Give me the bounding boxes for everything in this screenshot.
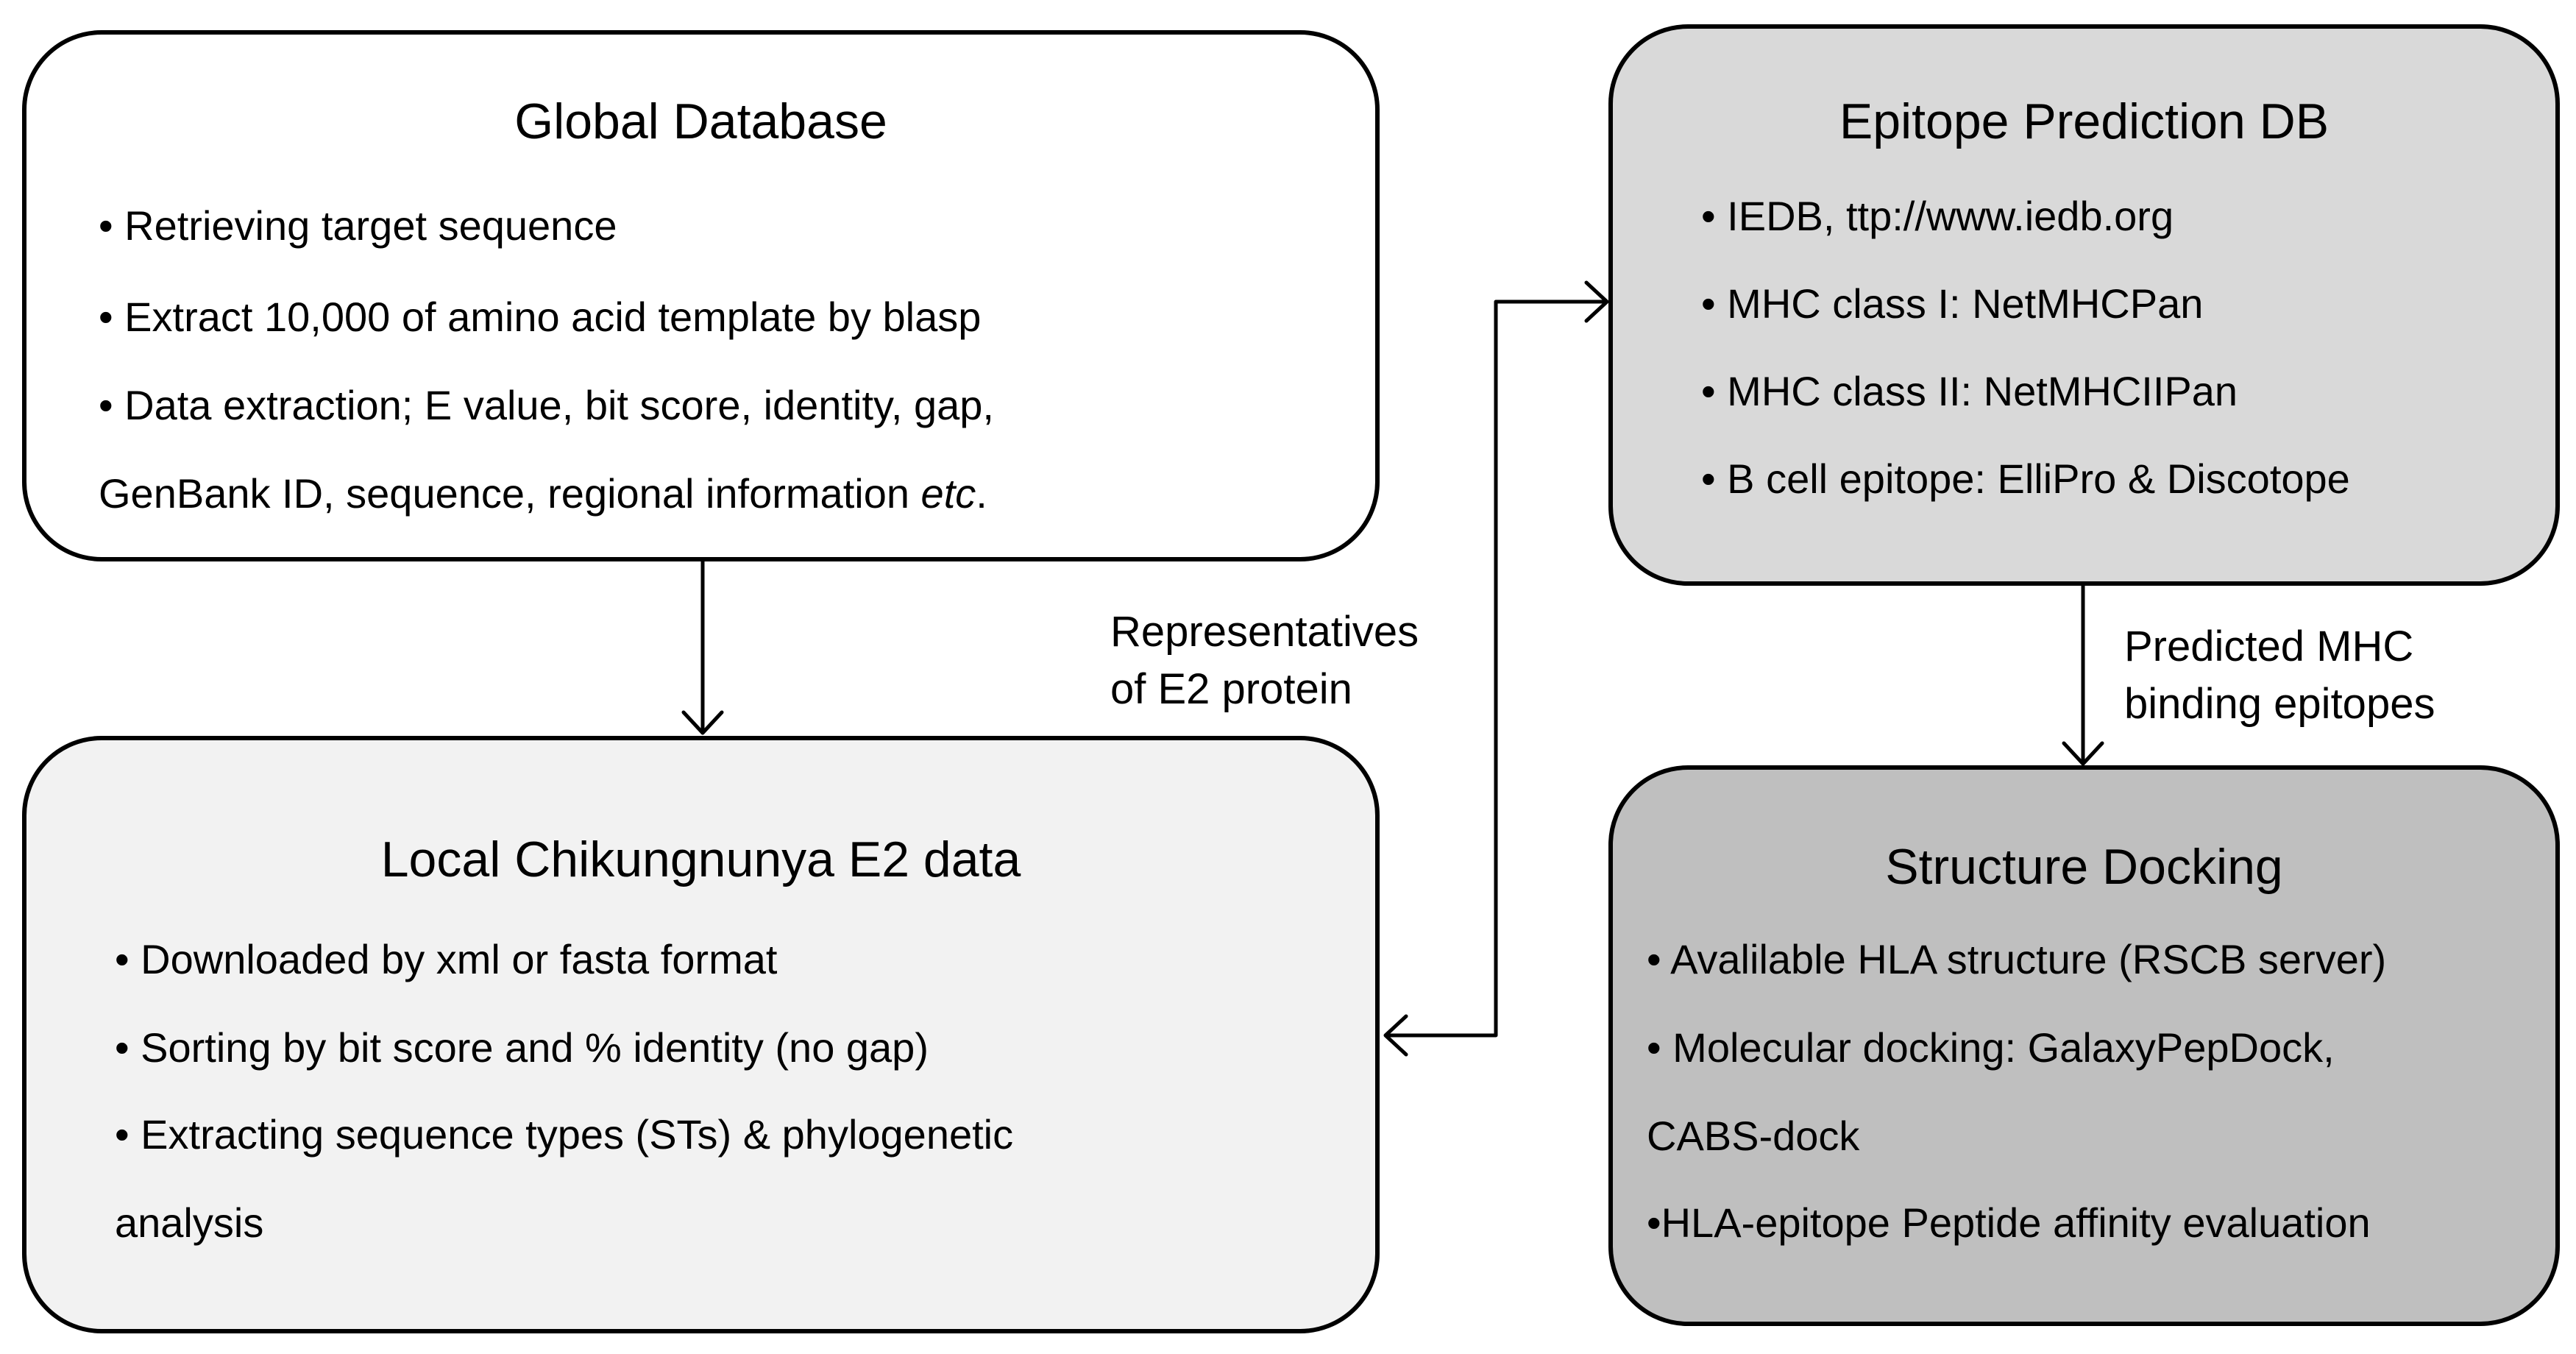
epitope-item-2: • MHC class I: NetMHCPan <box>1701 280 2204 327</box>
edge-label-predicted-line-2: binding epitopes <box>2124 680 2435 728</box>
edge-label-representatives-line-1: Representatives <box>1110 608 1419 656</box>
global-item-4-italic: etc <box>920 470 976 517</box>
local-e2-data-title: Local Chikungnunya E2 data <box>380 832 1021 887</box>
edge-label-predicted: Predicted MHC binding epitopes <box>2124 618 2435 733</box>
global-database-title: Global Database <box>514 93 887 149</box>
arrowhead-to-epitope <box>1584 280 1609 323</box>
epitope-item-3: • MHC class II: NetMHCIIPan <box>1701 368 2238 414</box>
docking-item-4: •HLA-epitope Peptide affinity evaluation <box>1647 1199 2371 1246</box>
arrowhead-global-to-local <box>681 710 724 735</box>
local-e2-data-box: Local Chikungnunya E2 data • Downloaded … <box>22 736 1380 1333</box>
structure-docking-box: Structure Docking • Avalilable HLA struc… <box>1608 765 2560 1326</box>
edge-label-predicted-line-1: Predicted MHC <box>2124 623 2414 670</box>
global-item-4: GenBank ID, sequence, regional informati… <box>99 473 987 514</box>
docking-item-3: CABS-dock <box>1647 1113 1860 1159</box>
docking-item-1: • Avalilable HLA structure (RSCB server) <box>1647 936 2387 982</box>
local-item-1: • Downloaded by xml or fasta format <box>115 936 778 982</box>
local-item-2: • Sorting by bit score and % identity (n… <box>115 1024 929 1071</box>
epitope-prediction-box: Epitope Prediction DB • IEDB, ttp://www.… <box>1608 24 2560 586</box>
edge-label-representatives: Representatives of E2 protein <box>1110 603 1419 718</box>
local-item-4: analysis <box>115 1199 264 1246</box>
arrowhead-epitope-to-docking <box>2062 741 2104 766</box>
arrow-representatives-bracket <box>1386 299 1606 1038</box>
global-item-4-end: . <box>976 470 987 517</box>
global-item-1: • Retrieving target sequence <box>99 202 617 249</box>
epitope-item-1: • IEDB, ttp://www.iedb.org <box>1701 193 2174 239</box>
epitope-prediction-title: Epitope Prediction DB <box>1839 93 2330 149</box>
global-item-4-text: GenBank ID, sequence, regional informati… <box>99 470 921 517</box>
global-item-2: • Extract 10,000 of amino acid template … <box>99 294 982 340</box>
edge-label-representatives-line-2: of E2 protein <box>1110 665 1352 713</box>
structure-docking-title: Structure Docking <box>1885 839 2283 895</box>
global-item-3: • Data extraction; E value, bit score, i… <box>99 382 994 428</box>
epitope-item-4: • B cell epitope: ElliPro & Discotope <box>1701 456 2350 502</box>
local-item-3: • Extracting sequence types (STs) & phyl… <box>115 1111 1014 1158</box>
arrowhead-to-local <box>1383 1014 1408 1057</box>
docking-item-2: • Molecular docking: GalaxyPepDock, <box>1647 1024 2335 1071</box>
global-database-box: Global Database • Retrieving target sequ… <box>22 30 1380 561</box>
